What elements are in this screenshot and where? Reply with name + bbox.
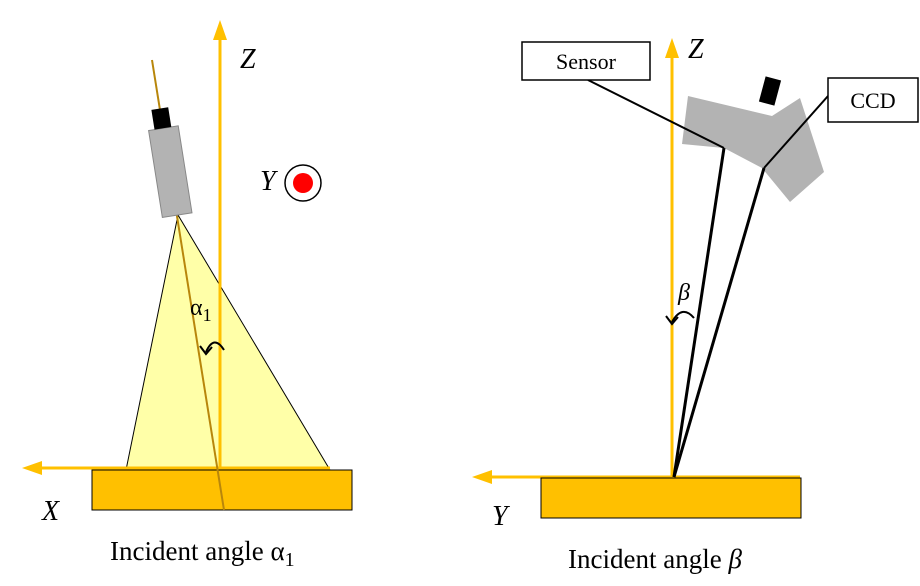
right-caption: Incident angle β bbox=[568, 544, 742, 574]
right-sample-platform bbox=[540, 477, 802, 519]
right-z-axis-label: Z bbox=[688, 34, 704, 65]
sample-platform bbox=[91, 469, 353, 511]
beta-angle-label: β bbox=[677, 280, 690, 306]
left-y-axis-label: Y bbox=[260, 166, 279, 197]
beta-arc-arrow bbox=[671, 311, 695, 323]
ccd-callout-label: CCD bbox=[850, 88, 895, 113]
left-z-axis-label: Z bbox=[240, 44, 256, 75]
sensor-ray bbox=[672, 147, 726, 478]
alpha-arc-arrowhead bbox=[199, 345, 213, 356]
ccd-sensor-device bbox=[682, 96, 824, 202]
alpha-arc-arrow bbox=[205, 341, 225, 353]
left-caption: Incident angle α1 bbox=[110, 536, 295, 571]
out-of-page-dot bbox=[293, 173, 313, 193]
sensor-callout-label: Sensor bbox=[556, 49, 617, 74]
z-axis-arrowhead bbox=[213, 20, 227, 40]
sensor-body bbox=[148, 125, 193, 219]
ccd-leader-line bbox=[763, 95, 829, 169]
right-y-axis-label: Y bbox=[492, 501, 511, 532]
ccd-lens bbox=[758, 76, 782, 106]
beta-arc-arrowhead bbox=[665, 315, 679, 326]
sensor-callout-box bbox=[521, 41, 651, 81]
right-figure: Sensor CCD β Z Y Incident angle β bbox=[472, 34, 919, 574]
left-figure: α1 Z Y X Incident angle α1 bbox=[22, 20, 353, 571]
ccd-ray bbox=[672, 167, 766, 478]
x-axis-arrowhead bbox=[22, 461, 42, 475]
left-x-axis-label: X bbox=[41, 496, 60, 527]
sensor-leader-line bbox=[587, 79, 725, 149]
right-y-axis-arrowhead bbox=[472, 470, 492, 484]
light-beam bbox=[125, 213, 331, 471]
alpha-angle-label: α1 bbox=[190, 295, 212, 325]
sensor-lens bbox=[151, 107, 172, 130]
ccd-callout-box bbox=[827, 77, 919, 123]
left-sensor-device bbox=[148, 107, 193, 219]
right-z-axis-arrowhead bbox=[665, 38, 679, 58]
